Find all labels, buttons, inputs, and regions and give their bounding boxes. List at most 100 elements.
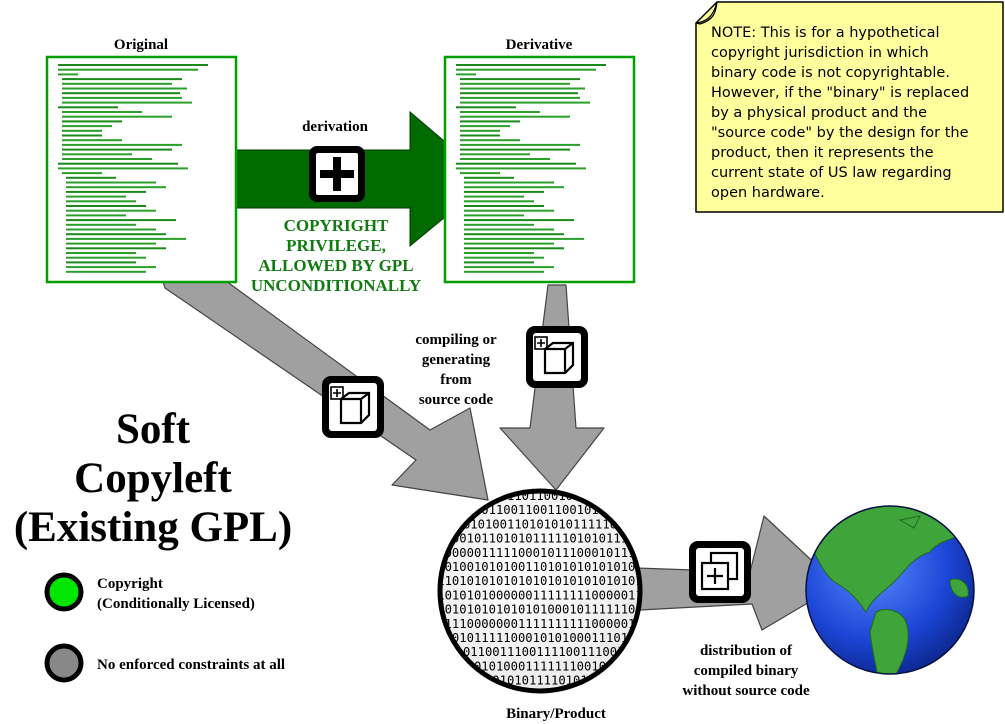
code-line: [66, 252, 136, 254]
code-line: [464, 209, 554, 212]
heading-line: Copyleft: [74, 455, 232, 502]
code-line: [62, 82, 172, 85]
code-line: [464, 252, 534, 254]
original-code-lines: [58, 64, 208, 273]
code-line: [66, 195, 126, 198]
code-line: [460, 82, 570, 85]
code-line: [460, 134, 500, 137]
code-line: [460, 125, 510, 128]
binary-row: 1100101100111001111001110010101: [426, 645, 653, 659]
code-line: [66, 247, 166, 250]
code-line: [464, 200, 534, 203]
code-line: [460, 153, 530, 156]
derivative-code-lines: [456, 64, 606, 273]
code-line: [62, 92, 180, 95]
note-line: "source code" by the design for the: [711, 125, 969, 141]
code-line: [62, 111, 142, 113]
code-line: [456, 64, 606, 66]
original-title: Original: [114, 37, 168, 53]
code-line: [66, 228, 156, 231]
code-line: [456, 162, 576, 165]
code-line: [62, 120, 122, 123]
code-line: [62, 158, 152, 160]
binary-row: 0110101011011001010101010: [448, 489, 631, 503]
code-line: [62, 139, 122, 142]
binary-row: 1010100101101010111110101011101100: [415, 532, 664, 546]
code-line: [66, 233, 166, 236]
code-line: [456, 68, 596, 71]
legend-label: (Conditionally Licensed): [97, 596, 255, 612]
code-line: [62, 134, 102, 137]
code-line: [66, 200, 136, 203]
code-line: [464, 261, 534, 264]
code-line: [464, 214, 524, 217]
code-line: [66, 266, 156, 269]
code-line: [456, 73, 476, 76]
distribution-line: compiled binary: [694, 663, 799, 679]
code-line: [62, 78, 182, 81]
plus-icon: [309, 146, 365, 202]
code-line: [464, 247, 564, 250]
binary-row: 1011000001111100010111000101110001: [415, 546, 664, 560]
derivation-label: derivation: [302, 119, 368, 135]
note-line: binary code is not copyrightable.: [711, 65, 950, 81]
binary-bits: 0110101011011001010101010011100011001100…: [412, 489, 669, 690]
legend-label: No enforced constraints at all: [97, 657, 285, 673]
derivative-title: Derivative: [506, 37, 573, 53]
code-line: [464, 219, 574, 222]
code-line: [62, 129, 102, 132]
legend-item-no-constraints: No enforced constraints at all: [44, 643, 285, 683]
binary-row: 0111000110011001100101010101: [437, 503, 642, 517]
code-line: [464, 233, 564, 236]
compiling-line: generating: [422, 352, 491, 368]
code-line: [464, 242, 554, 245]
compiling-line: source code: [419, 392, 494, 408]
code-line: [456, 167, 586, 170]
code-line: [460, 158, 550, 160]
code-line: [460, 139, 520, 142]
code-line: [464, 228, 554, 231]
code-line: [66, 219, 176, 222]
code-line: [456, 106, 516, 109]
compiling-line: from: [440, 372, 472, 388]
legend-item-copyright: Copyright (Conditionally Licensed): [44, 572, 255, 612]
code-line: [464, 256, 544, 259]
legend-label: Copyright: [97, 576, 163, 592]
code-line: [62, 87, 187, 90]
code-line: [66, 261, 136, 264]
code-line: [66, 214, 126, 217]
code-line: [460, 172, 500, 175]
code-line: [66, 242, 156, 245]
note-line: copyright jurisdiction in which: [711, 45, 929, 61]
legend-swatch-green: [44, 572, 84, 612]
code-line: [460, 101, 590, 104]
binary-row: 10101010101001101010101111100011100: [412, 517, 669, 531]
binary-row: 1111001010001111111001001101: [437, 659, 642, 673]
code-line: [460, 148, 570, 151]
distribution-label: distribution of compiled binary without …: [682, 643, 810, 699]
distribution-line: without source code: [682, 683, 810, 699]
binary-row: 1010101011111000101010001110101100: [415, 631, 664, 645]
code-line: [62, 96, 182, 99]
code-line: [58, 162, 178, 165]
code-line: [66, 190, 146, 193]
code-line: [58, 64, 208, 66]
binary-row: 1111010101000000111111110000011100: [415, 588, 664, 602]
code-line: [66, 237, 186, 240]
note-line: open hardware.: [711, 185, 825, 201]
code-line: [460, 96, 580, 99]
code-line: [464, 176, 514, 179]
binary-product-label: Binary/Product: [506, 706, 606, 722]
compile-box-icon: [322, 376, 384, 438]
binary-row: 1101010101010101010001011111100111: [415, 603, 664, 617]
code-line: [460, 115, 570, 118]
code-line: [464, 195, 524, 198]
code-line: [460, 143, 580, 146]
code-line: [62, 148, 172, 151]
code-line: [62, 153, 132, 156]
binary-row: 1101010010101001101010101010101010: [415, 560, 664, 574]
code-line: [66, 270, 146, 273]
distribute-box-icon: [689, 541, 751, 603]
code-line: [464, 223, 534, 226]
note-text: NOTE: This is for a hypothetical copyrig…: [711, 25, 969, 201]
